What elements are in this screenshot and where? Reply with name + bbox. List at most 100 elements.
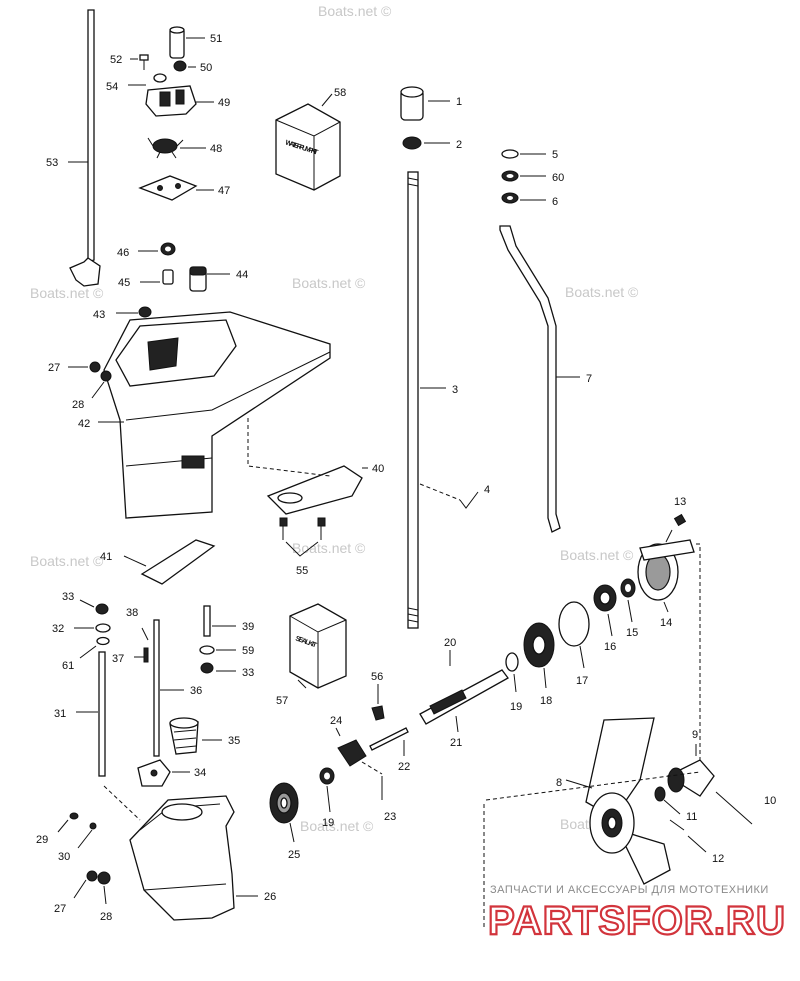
part-8-propeller: 8	[483, 717, 671, 930]
part-9-nose-cone: 9	[666, 729, 715, 797]
label-27-top: 27	[48, 362, 60, 374]
watermark-right-low: Boats.net ©	[560, 547, 634, 563]
label-54: 54	[106, 81, 118, 93]
part-6-washer: 6	[501, 192, 558, 208]
part-33-nut-right: 33	[200, 662, 254, 679]
watermark-center-low: Boats.net ©	[292, 540, 366, 556]
part-5-washer: 5	[501, 149, 558, 161]
watermark-left: Boats.net ©	[30, 285, 104, 301]
part-44-cap: 44	[189, 266, 248, 292]
part-14-bearing-carrier: 14	[637, 539, 701, 772]
part-59-washer: 59	[199, 645, 254, 657]
part-25-pinion-gear: 25	[269, 782, 300, 861]
label-20: 20	[444, 637, 456, 649]
part-2-seal: 2	[402, 136, 462, 151]
label-33-right: 33	[242, 667, 254, 679]
label-17: 17	[576, 675, 588, 687]
label-16: 16	[604, 641, 616, 653]
label-48: 48	[210, 143, 222, 155]
label-53: 53	[46, 157, 58, 169]
part-26-gear-case: 26	[103, 785, 276, 921]
label-2: 2	[456, 139, 462, 151]
label-34: 34	[194, 767, 206, 779]
part-10-cotter-pin: 10	[715, 791, 776, 825]
part-19-washer-left: 19	[319, 767, 335, 829]
part-40-anode: 40	[247, 418, 384, 515]
part-39-stud: 39	[203, 605, 254, 637]
label-43: 43	[93, 309, 105, 321]
label-51: 51	[210, 33, 222, 45]
label-58: 58	[334, 87, 346, 99]
watermark-mid: Boats.net ©	[292, 275, 366, 291]
label-39: 39	[242, 621, 254, 633]
part-24-clutch: 24	[330, 715, 367, 767]
label-35: 35	[228, 735, 240, 747]
label-26: 26	[264, 891, 276, 903]
watermark-right: Boats.net ©	[565, 284, 639, 300]
part-31-stud: 31	[54, 651, 106, 777]
part-43-nut: 43	[93, 306, 152, 321]
part-52-screw: 52	[110, 54, 149, 70]
part-19-washer-right: 19	[505, 652, 522, 713]
label-55: 55	[296, 565, 308, 577]
label-56: 56	[371, 671, 383, 683]
part-58-water-pump-kit: WATER PUMP KIT 58	[275, 87, 346, 191]
part-34-clamp: 34	[137, 759, 206, 787]
label-31: 31	[54, 708, 66, 720]
part-37-pin: 37	[112, 647, 149, 665]
part-57-seal-kit: SEAL KIT 57	[276, 603, 347, 707]
label-44: 44	[236, 269, 248, 281]
label-50: 50	[200, 62, 212, 74]
part-38-pin: 38	[126, 607, 149, 641]
label-52: 52	[110, 54, 122, 66]
label-27-bottom: 27	[54, 903, 66, 915]
label-61: 61	[62, 660, 74, 672]
label-22: 22	[398, 761, 410, 773]
part-41-gasket: 41	[100, 539, 216, 585]
part-33-nut-left: 33	[62, 591, 109, 615]
part-15-seal: 15	[620, 578, 638, 639]
label-7: 7	[586, 373, 592, 385]
part-42-drive-shaft-housing: 42	[78, 311, 331, 519]
part-53-shift-rod: 53	[46, 9, 101, 287]
label-23: 23	[384, 811, 396, 823]
label-1: 1	[456, 96, 462, 108]
part-48-impeller: 48	[147, 137, 222, 159]
part-28-washer-bottom: 28	[97, 871, 112, 923]
part-49-pump-housing: 49	[145, 85, 230, 117]
brand-logo: PARTSFOR.RU	[488, 899, 786, 943]
watermark-bottom-center: Boats.net ©	[300, 818, 374, 834]
part-45-bushing: 45	[118, 269, 174, 289]
part-55-screws: 55	[279, 517, 326, 577]
part-36-shift-rod-lower: 36	[153, 619, 202, 757]
watermark-left-low: Boats.net ©	[30, 553, 104, 569]
label-36: 36	[190, 685, 202, 697]
label-21: 21	[450, 737, 462, 749]
label-24: 24	[330, 715, 342, 727]
part-3-drive-shaft: 3	[407, 171, 458, 629]
label-19-left: 19	[322, 817, 334, 829]
part-60-washer: 60	[501, 170, 564, 184]
part-16-bearing: 16	[593, 584, 617, 653]
label-42: 42	[78, 418, 90, 430]
label-19-right: 19	[510, 701, 522, 713]
label-8: 8	[556, 777, 562, 789]
label-30: 30	[58, 851, 70, 863]
label-45: 45	[118, 277, 130, 289]
label-4: 4	[484, 484, 490, 496]
label-14: 14	[660, 617, 672, 629]
part-47-gasket-plate: 47	[138, 175, 230, 201]
part-13-screw: 13	[665, 496, 686, 543]
part-12-pin: 12	[485, 771, 724, 865]
label-41: 41	[100, 551, 112, 563]
brand-tagline: ЗАПЧАСТИ И АКСЕССУАРЫ ДЛЯ МОТОТЕХНИКИ	[490, 884, 769, 896]
label-10: 10	[764, 795, 776, 807]
label-59: 59	[242, 645, 254, 657]
label-5: 5	[552, 149, 558, 161]
part-51-tube: 51	[169, 26, 222, 59]
part-22-pin: 22	[369, 727, 410, 773]
part-23-spring: 23	[361, 761, 396, 823]
label-25: 25	[288, 849, 300, 861]
